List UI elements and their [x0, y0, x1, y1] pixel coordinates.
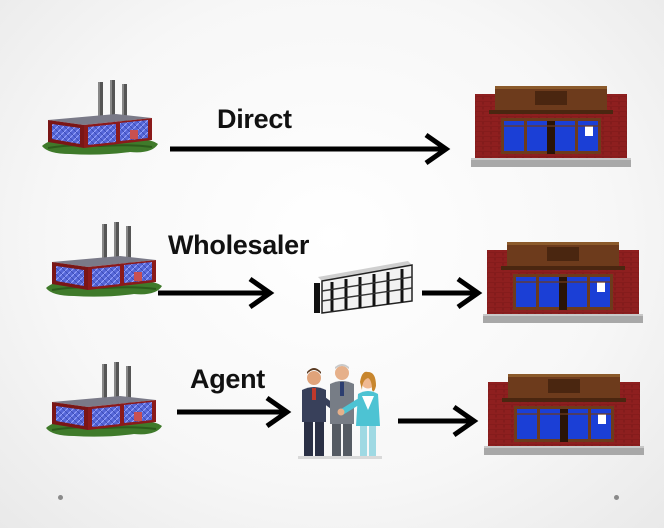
factory-to-wholesaler-arrow	[158, 276, 275, 310]
factory-to-agent-arrow	[177, 395, 292, 429]
retail-store-icon	[483, 241, 643, 324]
retail-store-icon	[484, 373, 644, 456]
agents-handshake-icon	[298, 364, 382, 459]
slide-bullet-right	[614, 495, 619, 500]
wholesaler-label: Wholesaler	[168, 230, 310, 260]
agent-label: Agent	[190, 364, 265, 394]
direct-arrow	[170, 132, 451, 166]
factory-icon	[41, 79, 159, 156]
factory-icon	[45, 361, 163, 438]
agent-to-store-arrow	[398, 404, 479, 438]
retail-store-icon	[471, 85, 631, 168]
warehouse-icon	[314, 261, 413, 314]
wholesaler-to-store-arrow	[422, 276, 483, 310]
factory-icon	[45, 221, 163, 298]
direct-label: Direct	[217, 104, 292, 134]
slide-bullet-left	[58, 495, 63, 500]
